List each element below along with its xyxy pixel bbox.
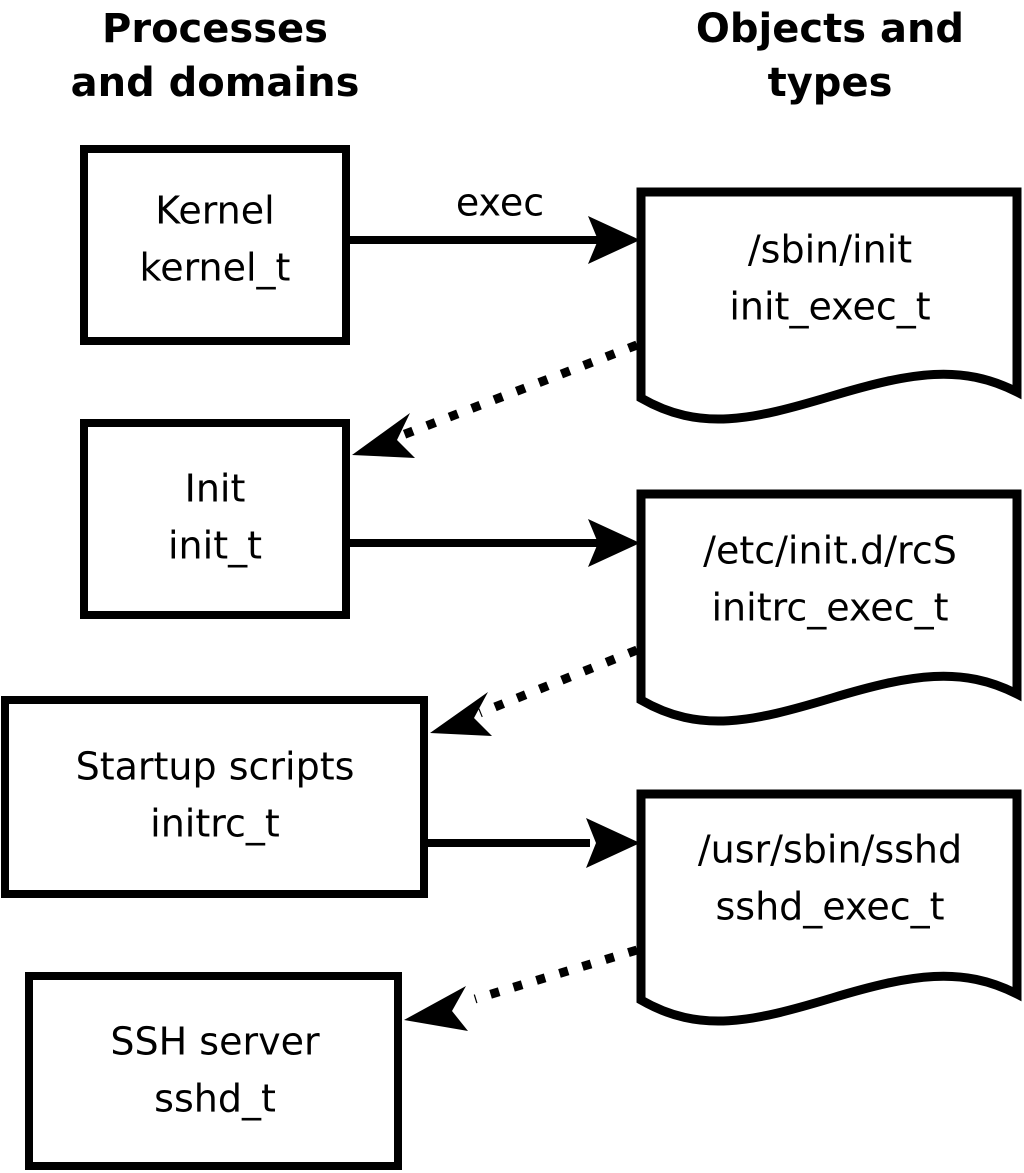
edge-initrc-exec-sshd-exec bbox=[428, 818, 640, 868]
edge-init-exec-transition-init bbox=[352, 340, 639, 458]
arrow-head-initrc-exec bbox=[586, 818, 640, 868]
process-node-kernel[interactable]: Kernel kernel_t bbox=[80, 145, 350, 345]
process-node-kernel-box[interactable] bbox=[80, 145, 350, 345]
object-node-init-exec[interactable]: /sbin/init init_exec_t bbox=[636, 187, 1022, 424]
process-node-kernel-name: Kernel bbox=[155, 189, 274, 233]
right-column-header-line2: types bbox=[768, 60, 893, 106]
object-node-initrc-exec-path: /etc/init.d/rcS bbox=[703, 529, 957, 573]
edge-line-init-transition bbox=[398, 340, 639, 441]
left-column-header: Processes and domains bbox=[71, 6, 360, 106]
process-node-ssh-server-type: sshd_t bbox=[154, 1077, 276, 1121]
object-node-initrc-exec-document[interactable] bbox=[636, 489, 1022, 726]
process-node-init[interactable]: Init init_t bbox=[80, 419, 350, 619]
process-node-ssh-server-name: SSH server bbox=[110, 1020, 320, 1064]
object-node-init-exec-path: /sbin/init bbox=[748, 228, 912, 272]
edge-label-exec: exec bbox=[456, 181, 544, 225]
process-node-startup-scripts-name: Startup scripts bbox=[76, 745, 355, 789]
process-node-startup-scripts[interactable]: Startup scripts initrc_t bbox=[1, 696, 428, 898]
edge-init-exec-initrc-exec bbox=[350, 519, 640, 567]
arrow-head-sshd-transition bbox=[404, 986, 468, 1031]
arrow-head-init-exec bbox=[588, 519, 640, 567]
edge-line-sshd-transition bbox=[473, 945, 639, 1004]
object-node-sshd-exec-path: /usr/sbin/sshd bbox=[698, 828, 962, 872]
left-column-header-line1: Processes bbox=[102, 6, 328, 52]
object-node-sshd-exec-type: sshd_exec_t bbox=[715, 885, 944, 929]
process-node-init-name: Init bbox=[185, 467, 246, 511]
process-node-startup-scripts-box[interactable] bbox=[1, 696, 428, 898]
process-node-init-box[interactable] bbox=[80, 419, 350, 619]
process-node-init-type: init_t bbox=[168, 524, 262, 568]
right-column-header-line1: Objects and bbox=[696, 6, 964, 52]
right-column-header: Objects and types bbox=[696, 6, 964, 106]
process-node-ssh-server[interactable]: SSH server sshd_t bbox=[25, 972, 402, 1170]
arrow-head-kernel-exec bbox=[588, 216, 640, 264]
arrow-head-init-transition bbox=[352, 413, 415, 458]
object-node-initrc-exec[interactable]: /etc/init.d/rcS initrc_exec_t bbox=[636, 489, 1022, 726]
edge-kernel-exec-init-exec: exec bbox=[350, 181, 640, 264]
process-node-startup-scripts-type: initrc_t bbox=[150, 802, 280, 846]
edge-sshd-exec-transition-sshd bbox=[404, 945, 639, 1031]
object-node-initrc-exec-type: initrc_exec_t bbox=[712, 586, 949, 630]
object-node-init-exec-type: init_exec_t bbox=[729, 285, 930, 329]
object-node-sshd-exec-document[interactable] bbox=[636, 789, 1022, 1026]
object-node-sshd-exec[interactable]: /usr/sbin/sshd sshd_exec_t bbox=[636, 789, 1022, 1026]
edge-initrc-exec-transition-initrc bbox=[430, 645, 639, 736]
left-column-header-line2: and domains bbox=[71, 60, 360, 106]
edge-line-initrc-transition bbox=[478, 645, 639, 718]
object-node-init-exec-document[interactable] bbox=[636, 187, 1022, 424]
process-node-ssh-server-box[interactable] bbox=[25, 972, 402, 1170]
arrow-head-initrc-transition bbox=[430, 692, 492, 736]
process-node-kernel-type: kernel_t bbox=[140, 246, 291, 290]
